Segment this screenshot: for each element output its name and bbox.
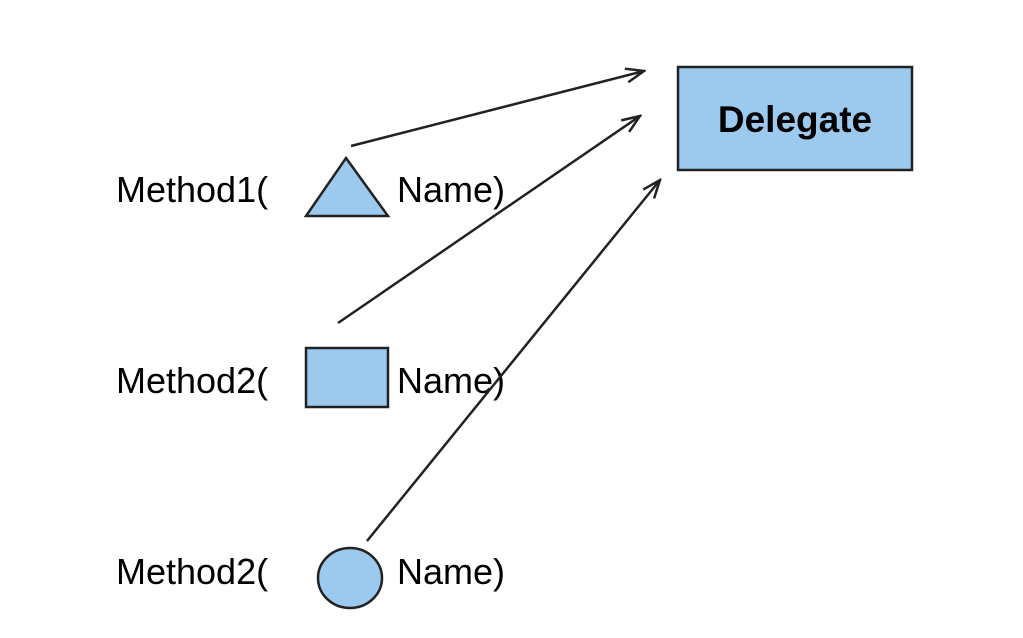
method-row-1: Method1( Name) [116, 155, 505, 218]
delegate-box [676, 65, 914, 172]
arrow-method3-to-delegate [366, 180, 660, 542]
method-row-2: Method2( Name) [116, 346, 505, 409]
square-shape [304, 346, 390, 409]
method-3-suffix: Name) [397, 551, 505, 592]
delegate-node: Delegate [676, 65, 914, 172]
delegate-label: Delegate [718, 99, 872, 140]
method-1-suffix: Name) [397, 169, 505, 210]
arrow-method2-to-delegate [337, 116, 640, 325]
method-1-prefix: Method1( [116, 169, 268, 210]
method-3-prefix: Method2( [116, 551, 268, 592]
method-row-3: Method2( Name) [116, 546, 505, 610]
triangle-shape [303, 155, 391, 218]
method-2-suffix: Name) [397, 360, 505, 401]
circle-shape [316, 546, 384, 610]
arrow-method1-to-delegate [350, 71, 644, 148]
method-2-prefix: Method2( [116, 360, 268, 401]
